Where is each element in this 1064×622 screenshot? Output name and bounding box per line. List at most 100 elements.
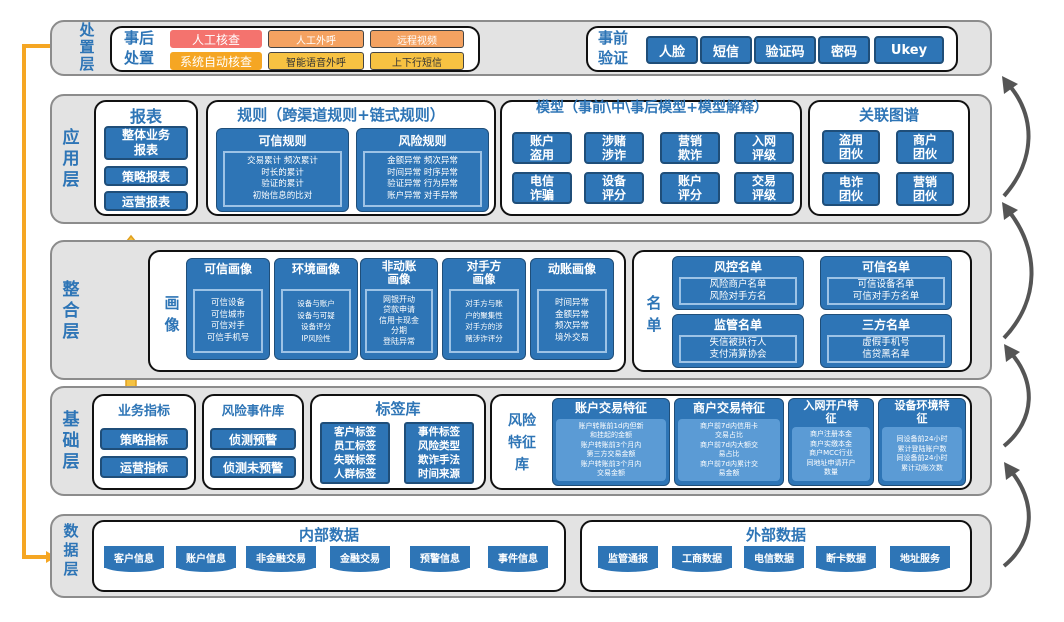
profile-env-title: 环境画像	[291, 262, 340, 276]
verify-ukey: Ukey	[874, 36, 944, 64]
curve-arrow-3	[1002, 208, 1034, 340]
risk-events-title: 风险事件库	[221, 403, 285, 418]
reports-title: 报表	[129, 107, 162, 126]
profile-env-body: 设备与账户 设备与可疑 设备评分 IP风险性	[281, 289, 351, 353]
list-thirdparty-body: 虚假手机号 信贷黑名单	[827, 335, 945, 363]
graph-merchant-gang: 商户 团伙	[896, 130, 954, 164]
feature-account-txn: 账户交易特征 账户转账前1d内但新 和挂起的金额 账户转账前3个月内 第三方交易…	[552, 398, 670, 486]
feature-account-txn-body: 账户转账前1d内但新 和挂起的金额 账户转账前3个月内 第三方交易金额 账户转账…	[556, 419, 666, 481]
model-gambling-fraud: 涉赌 涉诈	[584, 132, 644, 164]
profile-env-card: 环境画像 设备与账户 设备与可疑 设备评分 IP风险性	[274, 258, 358, 360]
feature-merchant-txn-body: 商户前7d内信用卡 交易占比 商户前7d内大额交 易占比 商户前7d内累计交 易…	[678, 419, 780, 481]
post-disposal-title: 事后 处置	[123, 29, 154, 67]
model-onboarding-rating: 入网 评级	[734, 132, 794, 164]
foundation-layer-label: 基 础 层	[62, 410, 80, 472]
feature-merchant-txn: 商户交易特征 商户前7d内信用卡 交易占比 商户前7d内大额交 易占比 商户前7…	[674, 398, 784, 486]
profiles-label: 画 像	[164, 294, 180, 334]
internal-data-title: 内部数据	[298, 526, 359, 544]
feature-device-env-body: 同设备前24小时 累计登陆账户数 同设备前24小时 累计动账次数	[882, 427, 962, 481]
trust-rules-title: 可信规则	[258, 134, 307, 148]
trust-rules-card: 可信规则 交易累计 频次累计 时长的累计 验证的累计 初始信息的比对	[216, 128, 349, 212]
profile-trust-body: 可信设备 可信城市 可信对手 可信手机号	[193, 289, 263, 353]
graph-title: 关联图谱	[858, 106, 919, 124]
profile-counterparty-card: 对手方 画像 对手方与账 户的聚集性 对手方的涉 赌涉诈评分	[442, 258, 526, 360]
model-device-score: 设备 评分	[584, 172, 644, 204]
report-overall: 整体业务 报表	[104, 126, 188, 160]
pre-verify-title: 事前 验证	[597, 29, 628, 67]
verify-code: 验证码	[754, 36, 816, 64]
list-risk-body: 风险商户名单 风险对手方名	[679, 277, 797, 305]
graph-telecom-gang: 电诈 团伙	[822, 172, 880, 206]
profile-acct-title: 动账画像	[547, 262, 596, 276]
application-layer-label: 应 用 层	[62, 128, 80, 190]
event-detected-alert: 侦测预警	[210, 428, 296, 450]
list-trust-title: 可信名单	[861, 260, 910, 274]
external-telecom-data: 电信数据	[744, 546, 804, 572]
external-data-title: 外部数据	[745, 526, 806, 544]
rules-title: 规则（跨渠道规则+链式规则）	[237, 106, 445, 124]
feature-device-env: 设备环境特 征 同设备前24小时 累计登陆账户数 同设备前24小时 累计动账次数	[878, 398, 966, 486]
remote-video: 远程视频	[370, 30, 464, 48]
feature-device-env-title: 设备环境特 征	[894, 399, 950, 425]
verify-password: 密码	[818, 36, 870, 64]
external-business-data: 工商数据	[672, 546, 732, 572]
smart-voice-call: 智能语音外呼	[268, 52, 364, 70]
lists-label: 名 单	[646, 294, 662, 334]
integration-layer-label: 整 合 层	[62, 280, 80, 342]
external-regulatory-report: 监管通报	[598, 546, 658, 572]
list-trust-body: 可信设备名单 可信对手方名单	[827, 277, 945, 305]
model-transaction-rating: 交易 评级	[734, 172, 794, 204]
biz-metrics-title: 业务指标	[117, 404, 170, 419]
internal-account-info: 账户信息	[176, 546, 236, 572]
external-address-service: 地址服务	[890, 546, 950, 572]
feature-onboarding-body: 商户注册本金 商户实缴本金 商户MCC行业 同地址申请开户 数量	[792, 427, 870, 481]
feature-onboarding-title: 入网开户特 征	[803, 399, 859, 425]
list-regulatory-title: 监管名单	[713, 318, 762, 332]
model-marketing-fraud: 营销 欺诈	[660, 132, 720, 164]
data-layer-label: 数 据 层	[63, 522, 79, 578]
risk-features-label: 风险 特征 库	[508, 413, 536, 473]
list-thirdparty-card: 三方名单 虚假手机号 信贷黑名单	[820, 314, 952, 368]
profile-acct-card: 动账画像 时间异常 金额异常 频次异常 境外交易	[530, 258, 614, 360]
internal-data-panel	[92, 520, 566, 592]
profile-nonacct-body: 网银开动 贷款申请 信用卡现金 分期 登陆异常	[365, 289, 433, 353]
profile-counterparty-title: 对手方 画像	[466, 259, 502, 286]
graph-marketing-gang: 营销 团伙	[896, 172, 954, 206]
curve-arrow-4	[1002, 82, 1031, 198]
risk-rules-body: 金额异常 频次异常 时间异常 时序异常 验证异常 行为异常 账户异常 对手异常	[363, 151, 482, 207]
graph-theft-gang: 盗用 团伙	[822, 130, 880, 164]
model-account-score: 账户 评分	[660, 172, 720, 204]
list-risk-title: 风控名单	[713, 260, 762, 274]
report-strategy: 策略报表	[104, 166, 188, 186]
orange-connector	[22, 44, 50, 559]
internal-nonfinancial-txn: 非金融交易	[246, 546, 316, 572]
profile-nonacct-title: 非动账 画像	[381, 259, 417, 286]
trust-rules-body: 交易累计 频次累计 时长的累计 验证的累计 初始信息的比对	[223, 151, 342, 207]
profile-nonacct-card: 非动账 画像 网银开动 贷款申请 信用卡现金 分期 登陆异常	[360, 258, 438, 360]
tags-title: 标签库	[375, 400, 421, 418]
list-thirdparty-title: 三方名单	[861, 318, 910, 332]
profile-trust-card: 可信画像 可信设备 可信城市 可信对手 可信手机号	[186, 258, 270, 360]
external-card-cut-data: 断卡数据	[816, 546, 876, 572]
list-regulatory-card: 监管名单 失信被执行人 支付清算协会	[672, 314, 804, 368]
feature-onboarding: 入网开户特 征 商户注册本金 商户实缴本金 商户MCC行业 同地址申请开户 数量	[788, 398, 874, 486]
metric-operation: 运营指标	[100, 456, 188, 478]
internal-customer-info: 客户信息	[104, 546, 164, 572]
tags-left: 客户标签 员工标签 失联标签 人群标签	[320, 422, 390, 484]
feature-merchant-txn-title: 商户交易特征	[692, 401, 765, 415]
curve-arrow-1	[1002, 468, 1031, 568]
manual-review: 人工核查	[170, 30, 262, 48]
model-telecom-fraud: 电信 诈骗	[512, 172, 572, 204]
internal-event-info: 事件信息	[488, 546, 548, 572]
disposal-layer-label: 处 置 层	[79, 21, 95, 73]
list-trust-card: 可信名单 可信设备名单 可信对手方名单	[820, 256, 952, 310]
profile-acct-body: 时间异常 金额异常 频次异常 境外交易	[537, 289, 607, 353]
model-account-theft: 账户 盗用	[512, 132, 572, 164]
curve-arrow-2	[1002, 350, 1031, 448]
event-detected-no-alert: 侦测未预警	[210, 456, 296, 478]
sms-up-down: 上下行短信	[370, 52, 464, 70]
verify-sms: 短信	[700, 36, 752, 64]
risk-rules-card: 风险规则 金额异常 频次异常 时间异常 时序异常 验证异常 行为异常 账户异常 …	[356, 128, 489, 212]
risk-rules-title: 风险规则	[398, 134, 447, 148]
internal-financial-txn: 金融交易	[330, 546, 390, 572]
